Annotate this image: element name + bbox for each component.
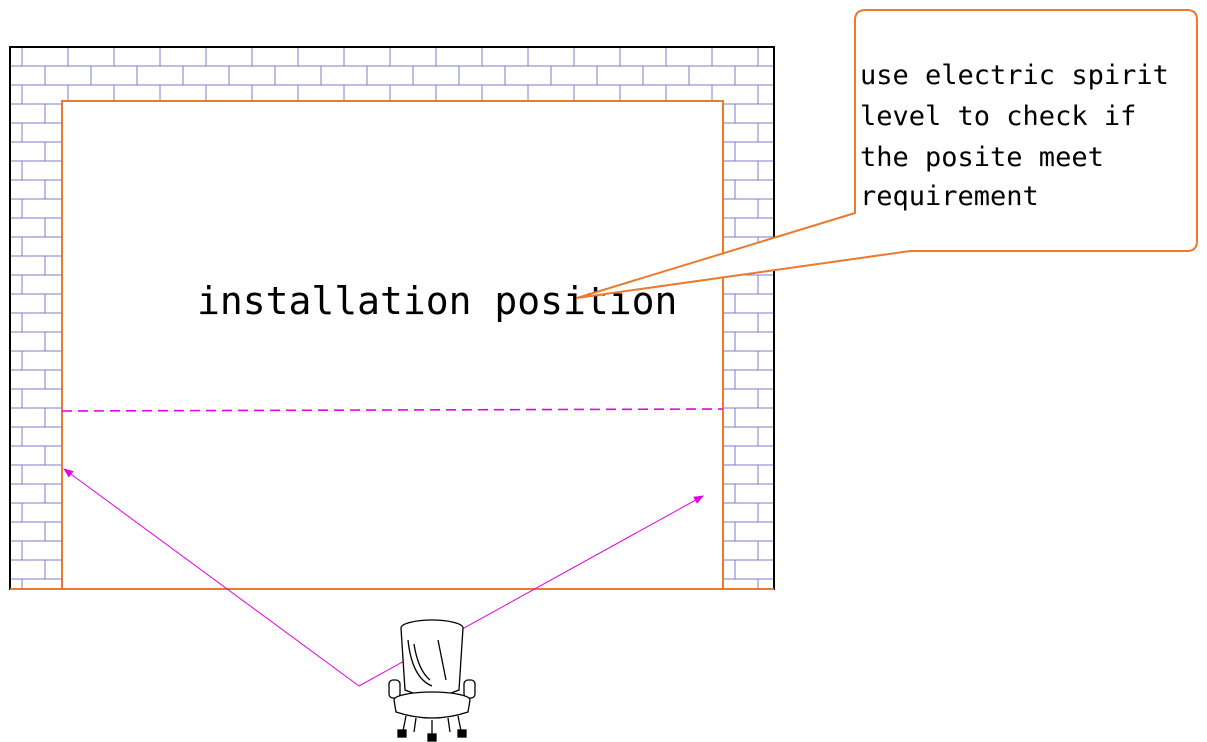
callout-bubble: use electric spirit level to check if th… (576, 9, 1198, 299)
callout-line-2: level to check if (860, 101, 1136, 132)
installation-position-label: installation position (197, 279, 677, 323)
callout-line-3: the posite meet (860, 142, 1104, 173)
callout-line-4: requirement (860, 181, 1039, 212)
laser-level-icon (388, 619, 476, 742)
laser-beam-left (63, 468, 360, 687)
callout-line-1: use electric spirit (860, 60, 1169, 91)
callout-text: use electric spirit level to check if th… (860, 60, 1185, 212)
laser-level-line (61, 408, 724, 412)
installation-opening (61, 100, 724, 590)
callout-border (576, 9, 1198, 299)
